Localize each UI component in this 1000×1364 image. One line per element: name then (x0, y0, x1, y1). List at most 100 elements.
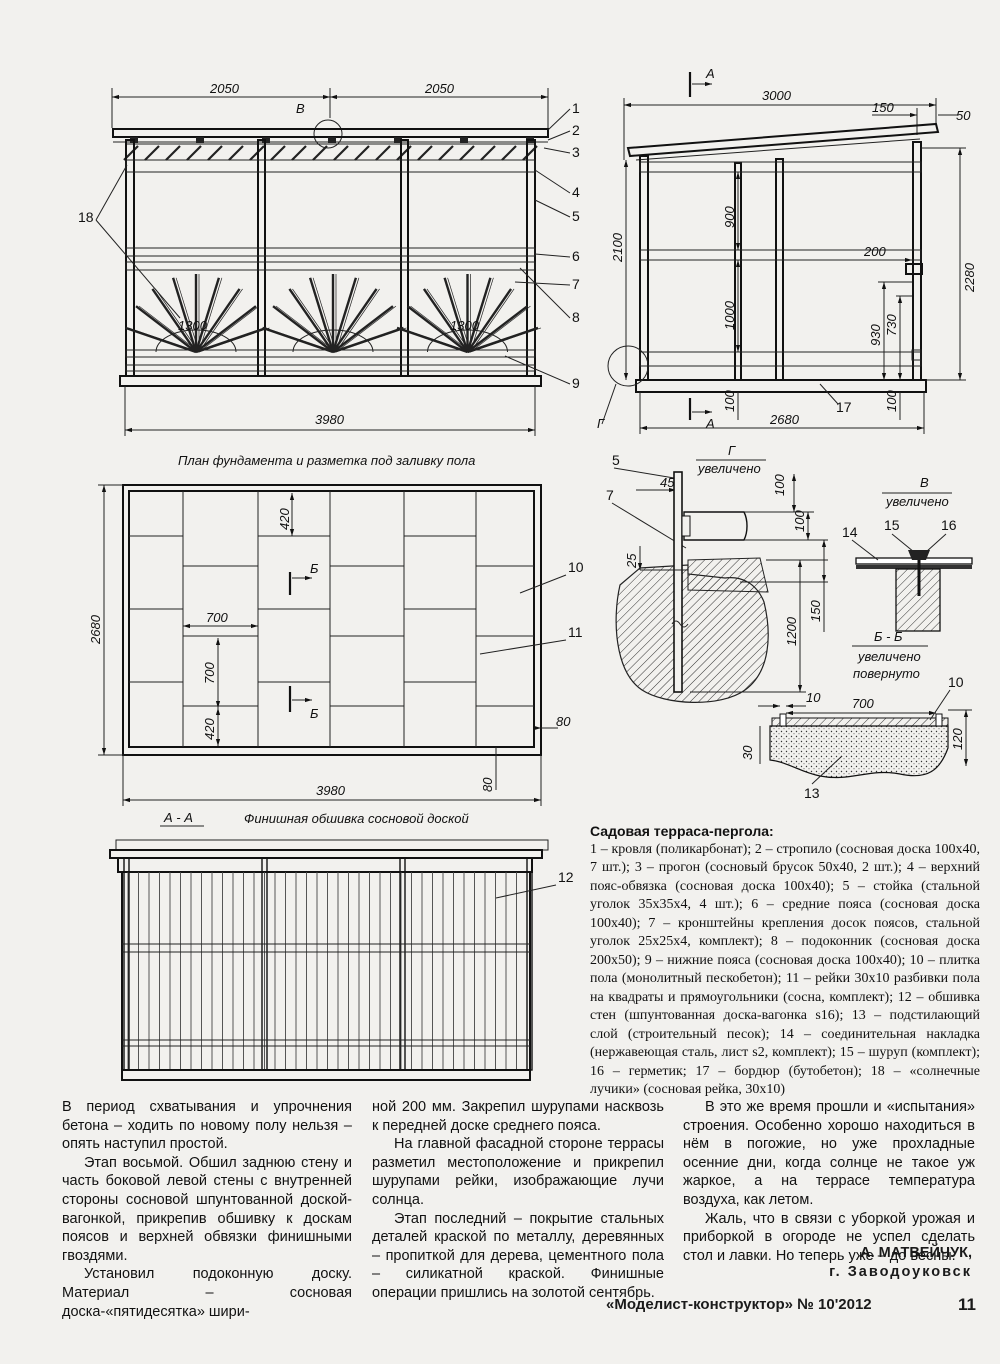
author-signature: А. МАТВЕЙЧУК, г. Заводоуковск (700, 1244, 972, 1281)
section-aa-caption: Финишная обшивка сосновой доской (244, 811, 469, 826)
legend-text: 1 – кровля (поликарбонат); 2 – стропило … (590, 841, 980, 1098)
dim-side-100b: 100 (884, 390, 899, 412)
section-aa-title: А - А (163, 810, 193, 825)
side-view: А А 3000 150 50 17 2100 900 (597, 66, 977, 434)
dim-g-1200: 1200 (784, 616, 799, 646)
detail-bb-subtitle2: повернуто (853, 666, 920, 681)
paragraph: Установил подоконную доску. Материал – с… (62, 1266, 352, 1320)
author-city: г. Заводоуковск (829, 1263, 972, 1280)
dim-side-top: 3000 (762, 88, 792, 103)
callout-6: 6 (572, 248, 580, 264)
section-mark-b-bottom: Б (310, 706, 319, 721)
dim-side-2680: 2680 (769, 412, 800, 427)
detail-v-subtitle: увеличено (885, 494, 949, 509)
detail-bb: Б - Б увеличено повернуто 10 700 30 120 … (740, 629, 972, 801)
dim-g-100b: 100 (792, 510, 807, 532)
callout-17: 17 (836, 399, 852, 415)
paragraph: В период схватывания и упрочнения бетона… (62, 1099, 352, 1153)
dim-window-right: 1300 (450, 318, 480, 333)
callout-13: 13 (804, 785, 820, 801)
callout-14: 14 (842, 524, 858, 540)
author-name: А. МАТВЕЙЧУК, (860, 1245, 972, 1261)
dim-side-900: 900 (722, 206, 737, 228)
dim-window-left: 1300 (178, 318, 208, 333)
dim-side-50: 50 (956, 108, 971, 123)
dim-plan-80a: 80 (556, 714, 571, 729)
page-number: 11 (958, 1295, 976, 1314)
dim-front-total: 3980 (315, 412, 345, 427)
dim-plan-700v: 700 (202, 662, 217, 684)
detail-v-title: В (920, 475, 929, 490)
dim-bb-30: 30 (740, 745, 755, 760)
callout-7-detail: 7 (606, 487, 614, 503)
legend-title: Садовая терраса-пергола: (590, 823, 774, 839)
dim-g-100a: 100 (772, 474, 787, 496)
dim-side-2100: 2100 (610, 232, 625, 263)
paragraph: В это же время прошли и «испытания» стро… (683, 1099, 975, 1208)
dim-bb-700: 700 (852, 696, 874, 711)
foundation-plan: План фундамента и разметка под заливку п… (88, 453, 584, 806)
section-mark-b-top: Б (310, 561, 319, 576)
paragraph: На главной фасадной стороне террасы разм… (372, 1136, 664, 1208)
dim-plan-2680: 2680 (88, 614, 103, 645)
front-view: 2050 2050 В 1300 1300 3980 18 (78, 81, 580, 436)
callout-18: 18 (78, 209, 94, 225)
node-label-v: В (296, 101, 305, 116)
section-mark-a-top: А (705, 66, 715, 81)
dim-g-150: 150 (808, 600, 823, 622)
legend: Садовая терраса-пергола: 1 – кровля (пол… (590, 822, 980, 1100)
detail-g-title: Г (728, 443, 736, 458)
callout-12: 12 (558, 869, 574, 885)
dim-bb-120: 120 (950, 728, 965, 750)
dim-plan-700h: 700 (206, 610, 228, 625)
callout-10-bb: 10 (948, 674, 964, 690)
detail-bb-subtitle1: увеличено (857, 649, 921, 664)
dim-plan-80b: 80 (480, 777, 495, 792)
callout-3: 3 (572, 144, 580, 160)
article-column-1: В период схватывания и упрочнения бетона… (62, 1098, 352, 1321)
detail-g-subtitle: увеличено (697, 461, 761, 476)
dim-side-150: 150 (872, 100, 894, 115)
callout-16: 16 (941, 517, 957, 533)
callout-10-plan: 10 (568, 559, 584, 575)
paragraph: Этап восьмой. Обшил заднюю стену и часть… (62, 1154, 352, 1264)
article-column-2: ной 200 мм. Закрепил шурупами насквозь к… (372, 1098, 664, 1303)
dim-side-2280: 2280 (962, 262, 977, 293)
detail-g: Г увеличено 5 7 45 100 100 150 1200 (606, 443, 828, 703)
paragraph: Этап последний – покрытие стальных детал… (372, 1210, 664, 1301)
dim-side-1000: 1000 (722, 300, 737, 330)
article-column-3: В это же время прошли и «испытания» стро… (683, 1098, 975, 1265)
callout-1: 1 (572, 100, 580, 116)
callout-5-detail: 5 (612, 452, 620, 468)
dim-side-100a: 100 (722, 390, 737, 412)
dim-front-left: 2050 (209, 81, 240, 96)
magazine-footer: «Моделист-конструктор» № 10'2012 (606, 1296, 872, 1313)
callout-7: 7 (572, 276, 580, 292)
callout-8: 8 (572, 309, 580, 325)
callout-2: 2 (572, 122, 580, 138)
dim-plan-3980: 3980 (316, 783, 346, 798)
dim-plan-420a: 420 (277, 508, 292, 530)
detail-v: В увеличено 14 15 16 (842, 475, 973, 632)
section-aa: А - А Финишная обшивка сосновой доской 1… (109, 810, 574, 1081)
callout-5: 5 (572, 208, 580, 224)
section-mark-a-bottom: А (705, 416, 715, 431)
paragraph: ной 200 мм. Закрепил шурупами насквозь к… (372, 1099, 664, 1134)
dim-plan-420b: 420 (202, 718, 217, 740)
callout-15: 15 (884, 517, 900, 533)
dim-side-930: 930 (868, 324, 883, 346)
detail-bb-title: Б - Б (874, 629, 903, 644)
dim-side-200: 200 (863, 244, 886, 259)
node-label-g: Г (597, 416, 605, 431)
dim-g-25: 25 (624, 553, 639, 569)
foundation-caption: План фундамента и разметка под заливку п… (178, 453, 475, 468)
paragraph: Жаль, что в связи с уборкой урожая и при… (683, 1210, 975, 1264)
dim-bb-10: 10 (806, 690, 821, 705)
callout-4: 4 (572, 184, 580, 200)
dim-g-45: 45 (660, 475, 675, 490)
callout-9: 9 (572, 375, 580, 391)
dim-side-730: 730 (884, 314, 899, 336)
dim-front-right: 2050 (424, 81, 455, 96)
callout-11-plan: 11 (568, 624, 583, 640)
